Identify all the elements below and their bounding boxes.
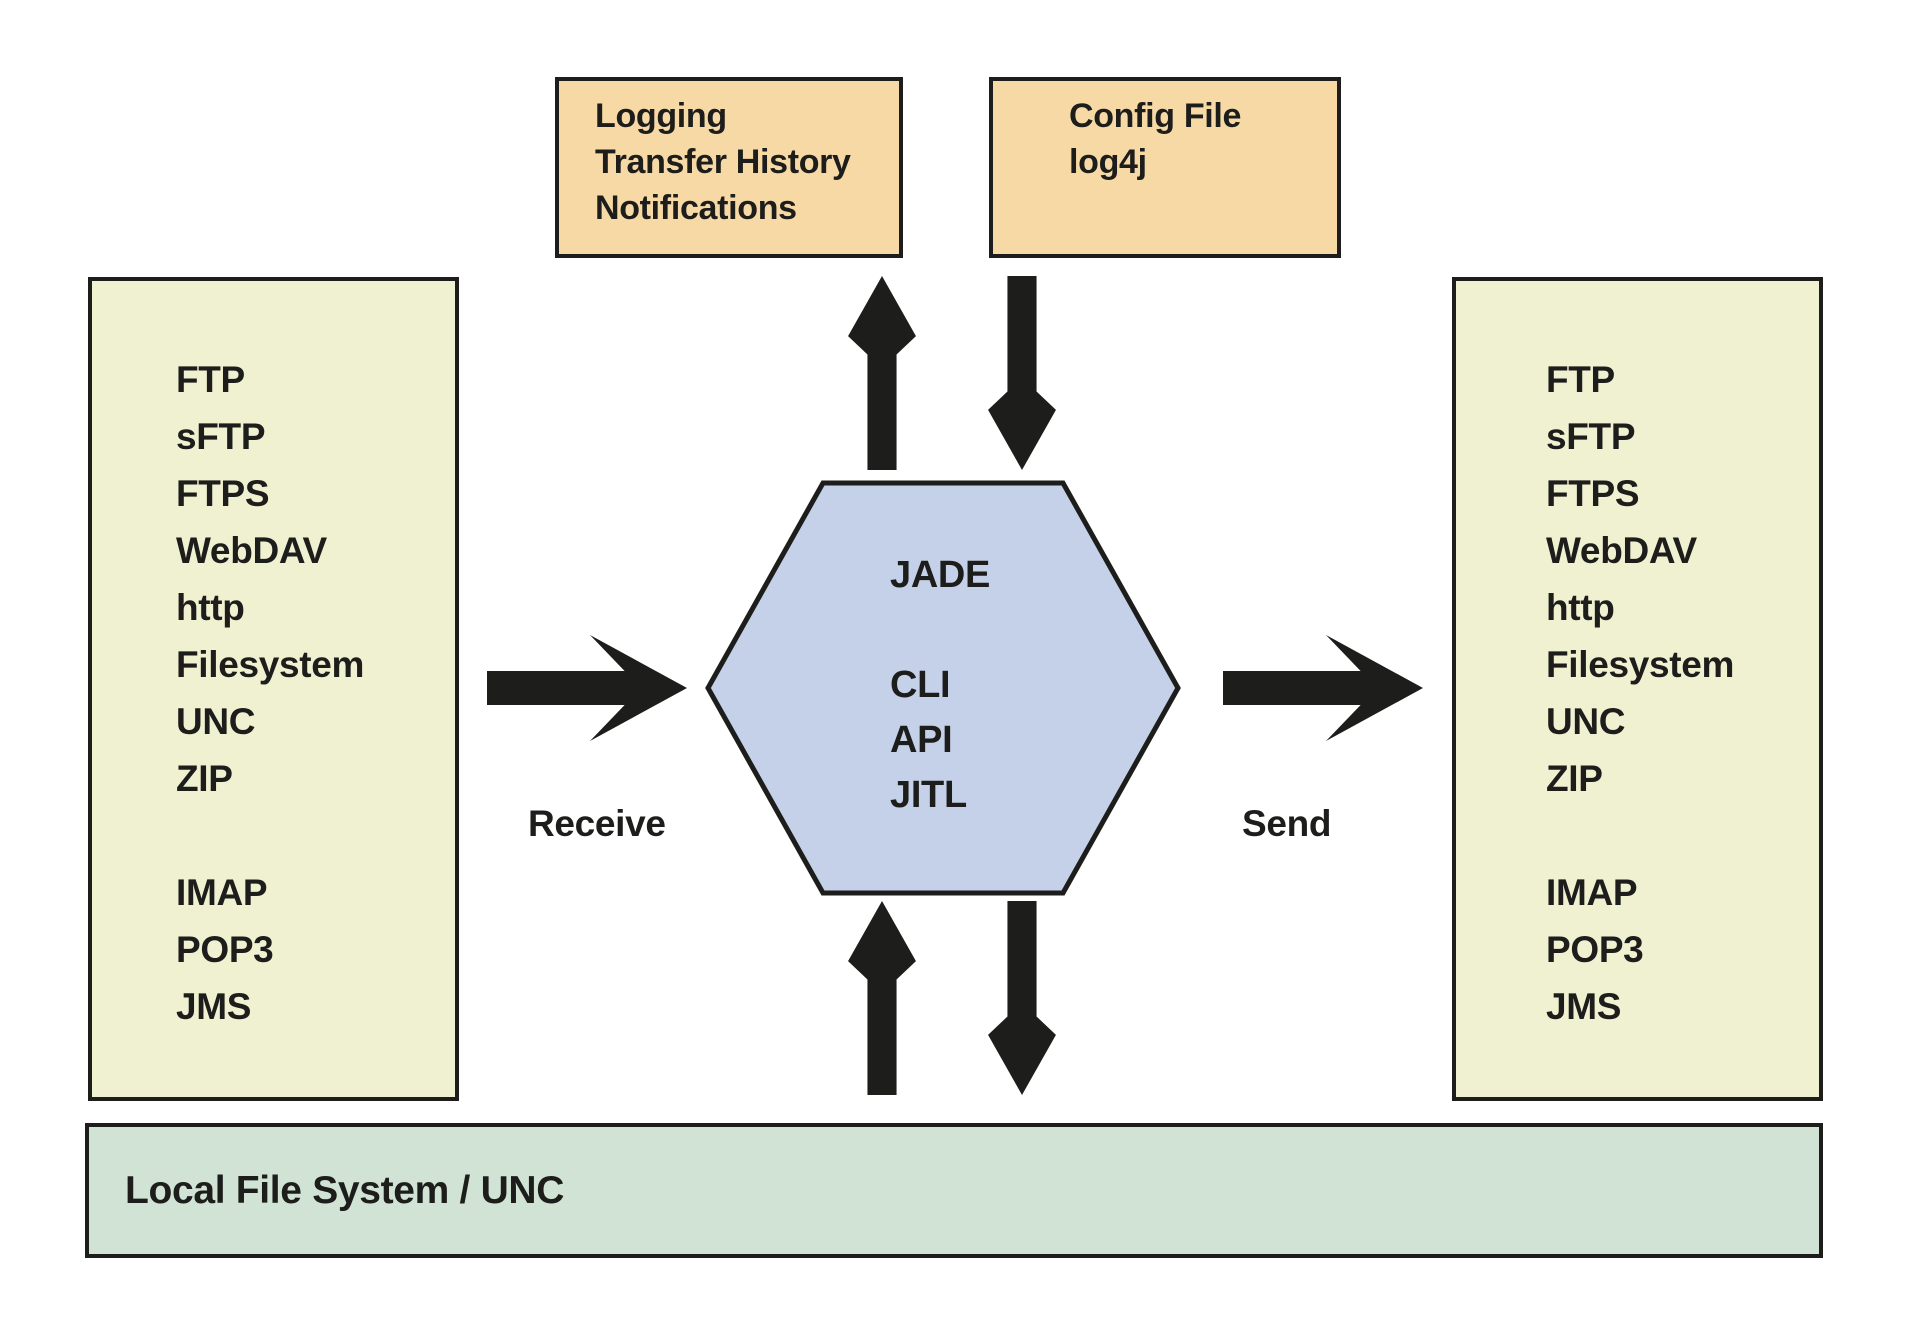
hexagon-interface: CLI	[890, 664, 951, 706]
config-box: Config File log4j	[989, 77, 1341, 258]
protocol-item: http	[1546, 587, 1615, 628]
local-filesystem-bar: Local File System / UNC	[85, 1123, 1823, 1258]
protocol-item: ZIP	[1546, 758, 1603, 799]
protocol-item: FTP	[1546, 359, 1615, 400]
protocol-item: JMS	[1546, 986, 1622, 1027]
protocol-item: Filesystem	[1546, 644, 1735, 685]
protocol-item: FTPS	[1546, 473, 1640, 514]
protocol-item-spacer	[176, 807, 455, 864]
protocol-item: IMAP	[176, 872, 268, 913]
protocol-item: http	[176, 587, 245, 628]
protocol-item: WebDAV	[1546, 530, 1697, 571]
logging-box-line: Notifications	[595, 189, 797, 227]
hexagon-spacer	[890, 603, 990, 658]
protocol-item: FTP	[176, 359, 245, 400]
left-protocol-box: FTP sFTP FTPS WebDAV http Filesystem UNC…	[88, 277, 459, 1101]
filesystem-up-arrow-icon	[848, 901, 916, 1095]
protocol-item-spacer	[1546, 807, 1819, 864]
protocol-item: ZIP	[176, 758, 233, 799]
local-filesystem-label: Local File System / UNC	[125, 1168, 565, 1212]
receive-arrow-icon	[487, 635, 687, 741]
hexagon-title: JADE	[890, 554, 991, 596]
hexagon-interface: JITL	[890, 774, 967, 816]
send-arrow-icon	[1223, 635, 1423, 741]
protocol-item: UNC	[176, 701, 256, 742]
receive-label: Receive	[528, 803, 666, 844]
protocol-item: sFTP	[1546, 416, 1636, 457]
hexagon-shape	[705, 480, 1181, 896]
protocol-item: Filesystem	[176, 644, 365, 685]
filesystem-down-arrow-icon	[988, 901, 1056, 1095]
protocol-item: sFTP	[176, 416, 266, 457]
protocol-item: UNC	[1546, 701, 1626, 742]
logging-box: Logging Transfer History Notifications	[555, 77, 903, 258]
protocol-item: WebDAV	[176, 530, 327, 571]
protocol-item: IMAP	[1546, 872, 1638, 913]
right-protocol-box: FTP sFTP FTPS WebDAV http Filesystem UNC…	[1452, 277, 1823, 1101]
logging-box-line: Transfer History	[595, 143, 851, 181]
hexagon-interface: API	[890, 719, 953, 761]
protocol-item: POP3	[176, 929, 274, 970]
send-label: Send	[1242, 803, 1332, 844]
protocol-item: FTPS	[176, 473, 270, 514]
protocol-item: JMS	[176, 986, 252, 1027]
logging-box-line: Logging	[595, 97, 727, 135]
config-box-line: Config File	[1069, 97, 1242, 135]
jade-hexagon	[705, 480, 1181, 896]
log-up-arrow-icon	[848, 276, 916, 470]
config-box-line: log4j	[1069, 143, 1147, 181]
config-down-arrow-icon	[988, 276, 1056, 470]
protocol-item: POP3	[1546, 929, 1644, 970]
hexagon-text: JADE CLI API JITL	[890, 548, 990, 823]
